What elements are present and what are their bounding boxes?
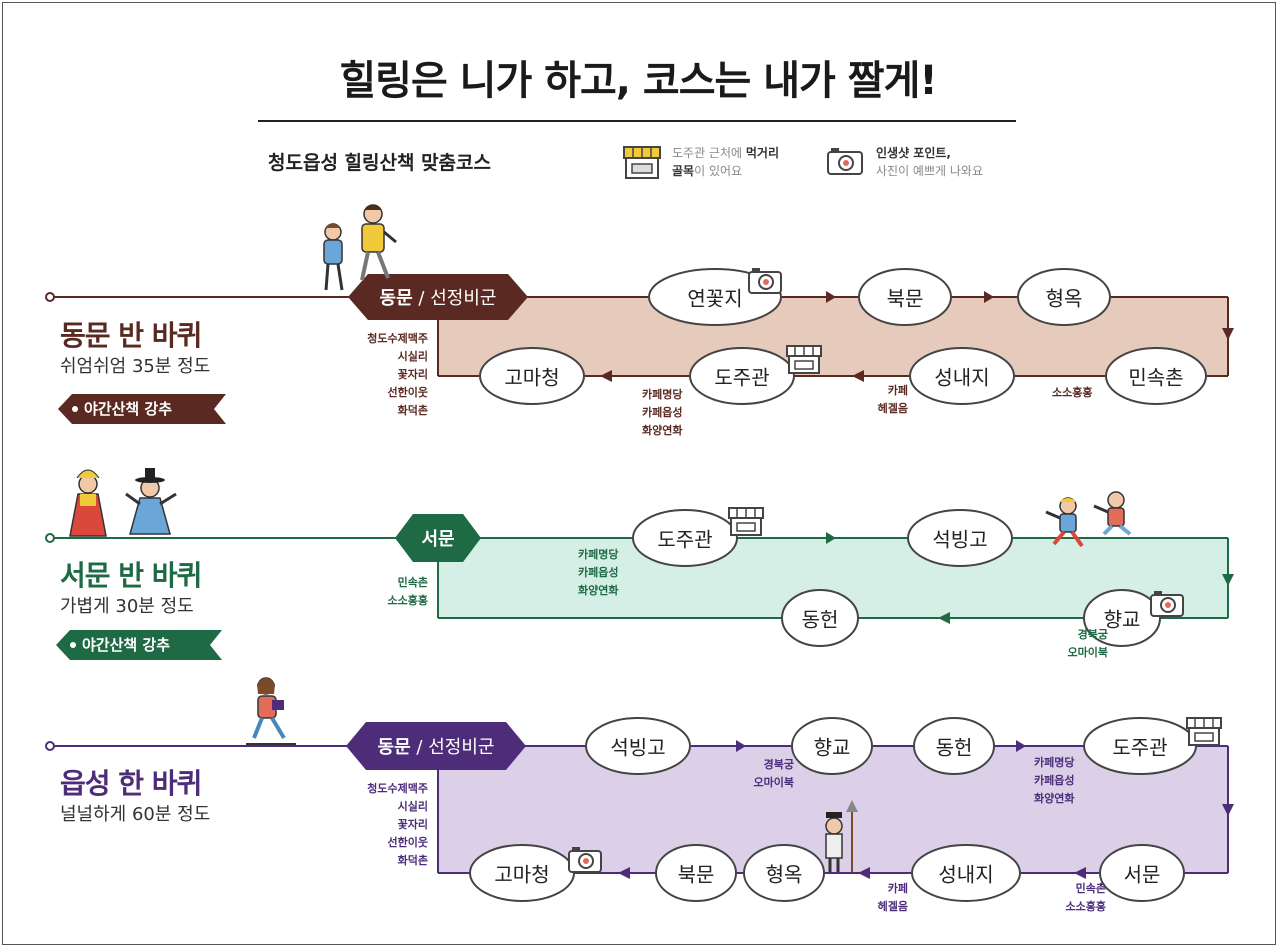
legend-food: 도주관 근처에 먹거리 골목이 있어요 — [672, 146, 779, 178]
page-subtitle: 청도읍성 힐링산책 맞춤코스 — [268, 152, 491, 174]
station-minsokchon: 민속촌 — [1128, 365, 1184, 390]
station-donghyeon: 동헌 — [935, 735, 973, 760]
guard-illustration — [825, 800, 858, 872]
route-1-desc: 쉬엄쉬엄 35분 정도 — [60, 356, 211, 377]
shop-icon — [1186, 717, 1222, 746]
legend-photo: 인생샷 포인트, 사진이 예쁘게 나와요 — [876, 146, 983, 178]
station-seokbinggo: 석빙고 — [932, 527, 988, 552]
page-title: 힐링은 니가 하고, 코스는 내가 짤게! — [339, 58, 937, 104]
route-1-minsokchon-note: 소소홍홍 — [1052, 386, 1093, 399]
station-seomun: 서문 — [1123, 862, 1161, 887]
camera-icon — [1150, 590, 1184, 617]
route-3-start-label: 동문 / 선정비군 — [377, 737, 495, 758]
route-2-desc: 가볍게 30분 정도 — [60, 596, 194, 617]
station-seongnaeji: 성내지 — [938, 862, 994, 887]
station-gomacheong: 고마청 — [504, 365, 560, 390]
route-2-night-tag: 야간산책 강추 — [56, 630, 222, 660]
title-divider — [258, 120, 1016, 122]
route-3-diagram — [45, 677, 1234, 902]
station-hyanggyo: 향교 — [813, 735, 851, 760]
route-2-title: 서문 반 바퀴 — [60, 559, 202, 592]
station-dojugwan: 도주관 — [1112, 735, 1168, 760]
shop-icon — [623, 146, 661, 179]
route-1-start-marker — [348, 274, 528, 320]
walking-people-illustration — [323, 204, 397, 291]
station-dojugwan: 도주관 — [714, 365, 770, 390]
running-kids-illustration — [1045, 491, 1132, 548]
shop-icon — [786, 345, 822, 374]
camera-icon — [748, 267, 782, 294]
route-3-title: 읍성 한 바퀴 — [60, 767, 202, 800]
station-gomacheong: 고마청 — [494, 862, 550, 887]
station-bukmun: 북문 — [886, 286, 924, 311]
station-hyeongok: 형옥 — [1045, 286, 1083, 311]
station-hyeongok: 형옥 — [765, 862, 803, 887]
hanbok-couple-illustration — [69, 468, 177, 537]
camera-icon — [827, 148, 863, 175]
route-1-start-label: 동문 / 선정비군 — [379, 288, 497, 309]
shop-icon — [728, 507, 764, 536]
station-dojugwan: 도주관 — [657, 527, 713, 552]
station-bukmun: 북문 — [677, 862, 715, 887]
route-2-start-label: 서문 — [421, 529, 455, 550]
running-woman-illustration — [246, 677, 296, 745]
route-1-night-tag: 야간산책 강추 — [58, 394, 226, 424]
route-1-diagram — [45, 204, 1234, 405]
route-1-title: 동문 반 바퀴 — [60, 319, 202, 352]
route-3-start-marker — [346, 722, 526, 770]
station-seokbinggo: 석빙고 — [610, 735, 666, 760]
camera-icon — [568, 846, 602, 873]
station-seongnaeji: 성내지 — [934, 365, 990, 390]
route-2-diagram — [45, 468, 1234, 647]
route-3-desc: 널널하게 60분 정도 — [60, 804, 211, 825]
route-2-start-marker — [395, 514, 481, 562]
station-yeonkkotji: 연꽃지 — [687, 286, 743, 311]
station-donghyeon: 동헌 — [801, 607, 839, 632]
station-hyanggyo: 향교 — [1103, 607, 1141, 632]
